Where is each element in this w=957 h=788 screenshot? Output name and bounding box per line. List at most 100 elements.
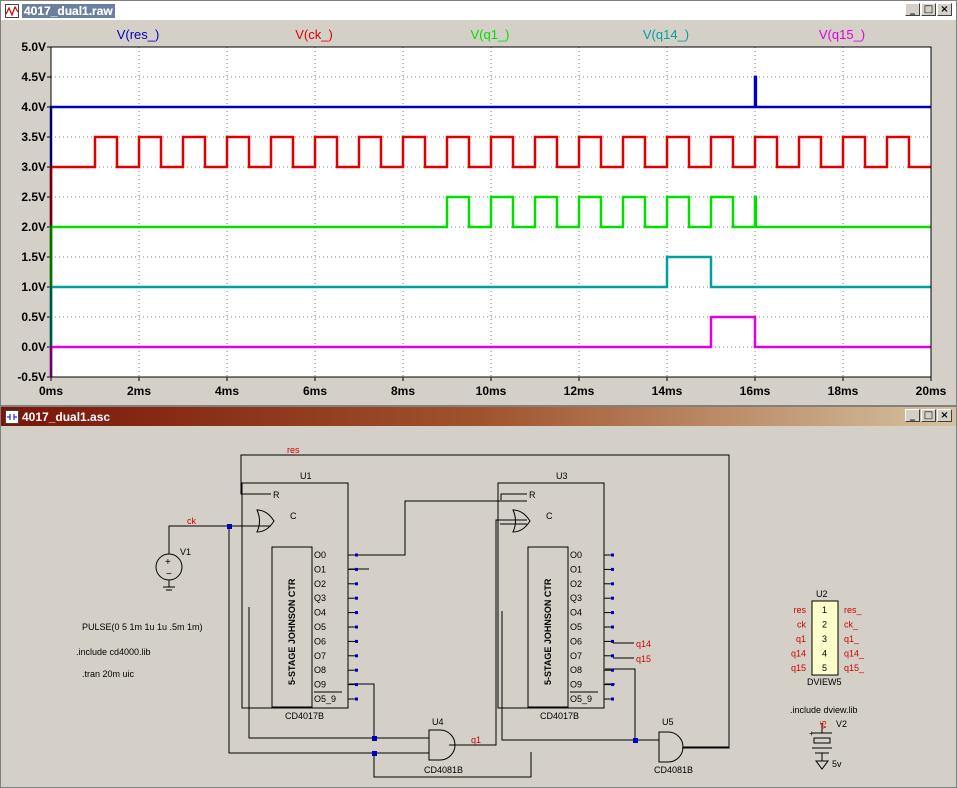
output-pin-label: O5 [314,622,326,632]
u3-body [497,482,605,709]
u2-left-net: q14 [791,649,806,659]
u3-inner [527,546,569,708]
x-tick-label: 16ms [740,384,771,398]
svg-text:+: + [809,729,814,738]
u2-pin-number: 3 [822,634,827,644]
schematic-canvas[interactable]: R C U1 CD4017B 5-STAGE JOHNSON CTR O0O1O… [4,427,953,785]
plot-frame [50,46,932,378]
legend-label[interactable]: V(q14_) [643,27,689,42]
u3-body-text: 5-STAGE JOHNSON CTR [543,578,553,685]
u4-part: CD4081B [424,765,463,775]
u1-cd4017[interactable]: R C U1 CD4017B 5-STAGE JOHNSON CTR O0O1O… [241,471,358,721]
schematic-window[interactable]: 4017_dual1.asc _ □ × [0,406,957,788]
u3-cd4017[interactable]: R C U3 CD4017B 5-STAGE JOHNSON CTR O0O1O… [497,471,614,721]
directive-tran[interactable]: .tran 20m uic [82,669,135,679]
maximize-button[interactable]: □ [921,3,936,16]
v2-ref: V2 [836,719,847,729]
u5-and-gate[interactable]: U5 CD4081B [654,717,729,775]
x-tick-label: 18ms [828,384,859,398]
v2-voltage-source[interactable]: + v5 V2 5v [809,719,847,770]
y-tick-label: 0.5V [21,310,46,324]
u2-right-net: ck_ [844,620,859,630]
u2-left-net: res [793,605,806,615]
y-tick-label: 2.0V [21,220,46,234]
minimize-button[interactable]: _ [905,3,920,16]
net-label-res: res [287,445,300,455]
y-tick-label: 2.5V [21,190,46,204]
svg-text:−: − [166,569,172,580]
output-pin-label: O1 [314,564,326,574]
y-tick-label: 3.0V [21,160,46,174]
schematic-app-icon [5,409,19,424]
output-pin-label: O9 [570,680,582,690]
u2-right-net: q15_ [844,663,865,673]
y-tick-label: 4.0V [21,100,46,114]
output-pin-label: Q3 [314,593,326,603]
x-tick-label: 2ms [127,384,151,398]
u5-ref: U5 [662,717,674,727]
v1-value: PULSE(0 5 1m 1u 1u .5m 1m) [82,622,203,632]
u2-right-net: q1_ [844,634,860,644]
close-button[interactable]: × [937,3,952,16]
x-tick-label: 12ms [564,384,595,398]
net-label-ck: ck [187,516,197,526]
y-axis-ticks: -0.5V0.0V0.5V1.0V1.5V2.0V2.5V3.0V3.5V4.0… [17,40,51,384]
u2-pin-number: 5 [822,663,827,673]
plot-legend: V(res_) V(ck_) V(q1_) V(q14_) V(q15_) [117,27,865,42]
u2-right-net: res_ [844,605,863,615]
y-tick-label: 5.0V [21,40,46,54]
output-pin-label: O5_9 [570,694,592,704]
u2-left-net: q1 [796,634,806,644]
output-pin-label: O8 [570,665,582,675]
trace-v-q1[interactable] [49,195,931,377]
v1-voltage-source[interactable]: + − V1 PULSE(0 5 1m 1u 1u .5m 1m) [82,547,203,632]
u4-ref: U4 [432,717,444,727]
net-label-q15: q15 [636,654,651,664]
u3-pin-r: R [529,490,536,500]
u2-right-net: q14_ [844,649,865,659]
u3-part: CD4017B [540,711,579,721]
output-pin-label: O9 [314,680,326,690]
x-tick-label: 10ms [476,384,507,398]
schematic-window-title: 4017_dual1.asc [22,409,111,424]
waveform-window-title: 4017_dual1.raw [22,3,115,18]
legend-label[interactable]: V(ck_) [295,27,333,42]
legend-label[interactable]: V(q15_) [819,27,865,42]
u5-part: CD4081B [654,765,693,775]
u2-left-net: q15 [791,663,806,673]
output-pin-label: O1 [570,564,582,574]
x-tick-label: 8ms [391,384,415,398]
directive-include-dview[interactable]: .include dview.lib [790,705,858,715]
waveform-app-icon [5,3,19,18]
u1-part: CD4017B [285,711,324,721]
v2-net-label: v5 [819,720,828,729]
output-pin-label: O2 [314,579,326,589]
u2-pin-number: 4 [822,649,827,659]
u4-and-gate[interactable]: U4 CD4081B [424,717,471,775]
legend-label[interactable]: V(res_) [117,27,160,42]
maximize-button[interactable]: □ [921,409,936,422]
u1-body-text: 5-STAGE JOHNSON CTR [287,578,297,685]
schematic-titlebar[interactable]: 4017_dual1.asc _ □ × [1,407,956,426]
output-pin-label: O2 [570,579,582,589]
x-tick-label: 0ms [39,384,63,398]
directive-include-cd4000[interactable]: .include cd4000.lib [76,647,151,657]
v1-ref: V1 [180,547,191,557]
legend-label[interactable]: V(q1_) [470,27,509,42]
close-button[interactable]: × [937,409,952,422]
waveform-plot[interactable]: -0.5V0.0V0.5V1.0V1.5V2.0V2.5V3.0V3.5V4.0… [1,20,956,405]
u3-pin-c: C [546,511,553,521]
u1-inner [271,546,313,708]
u1-pin-r: R [273,490,280,500]
x-tick-label: 20ms [916,384,947,398]
v2-value: 5v [832,759,842,769]
minimize-button[interactable]: _ [905,409,920,422]
trace-v-ck[interactable] [49,135,931,377]
waveform-titlebar[interactable]: 4017_dual1.raw _ □ × [1,1,956,20]
output-pin-label: O4 [314,608,326,618]
